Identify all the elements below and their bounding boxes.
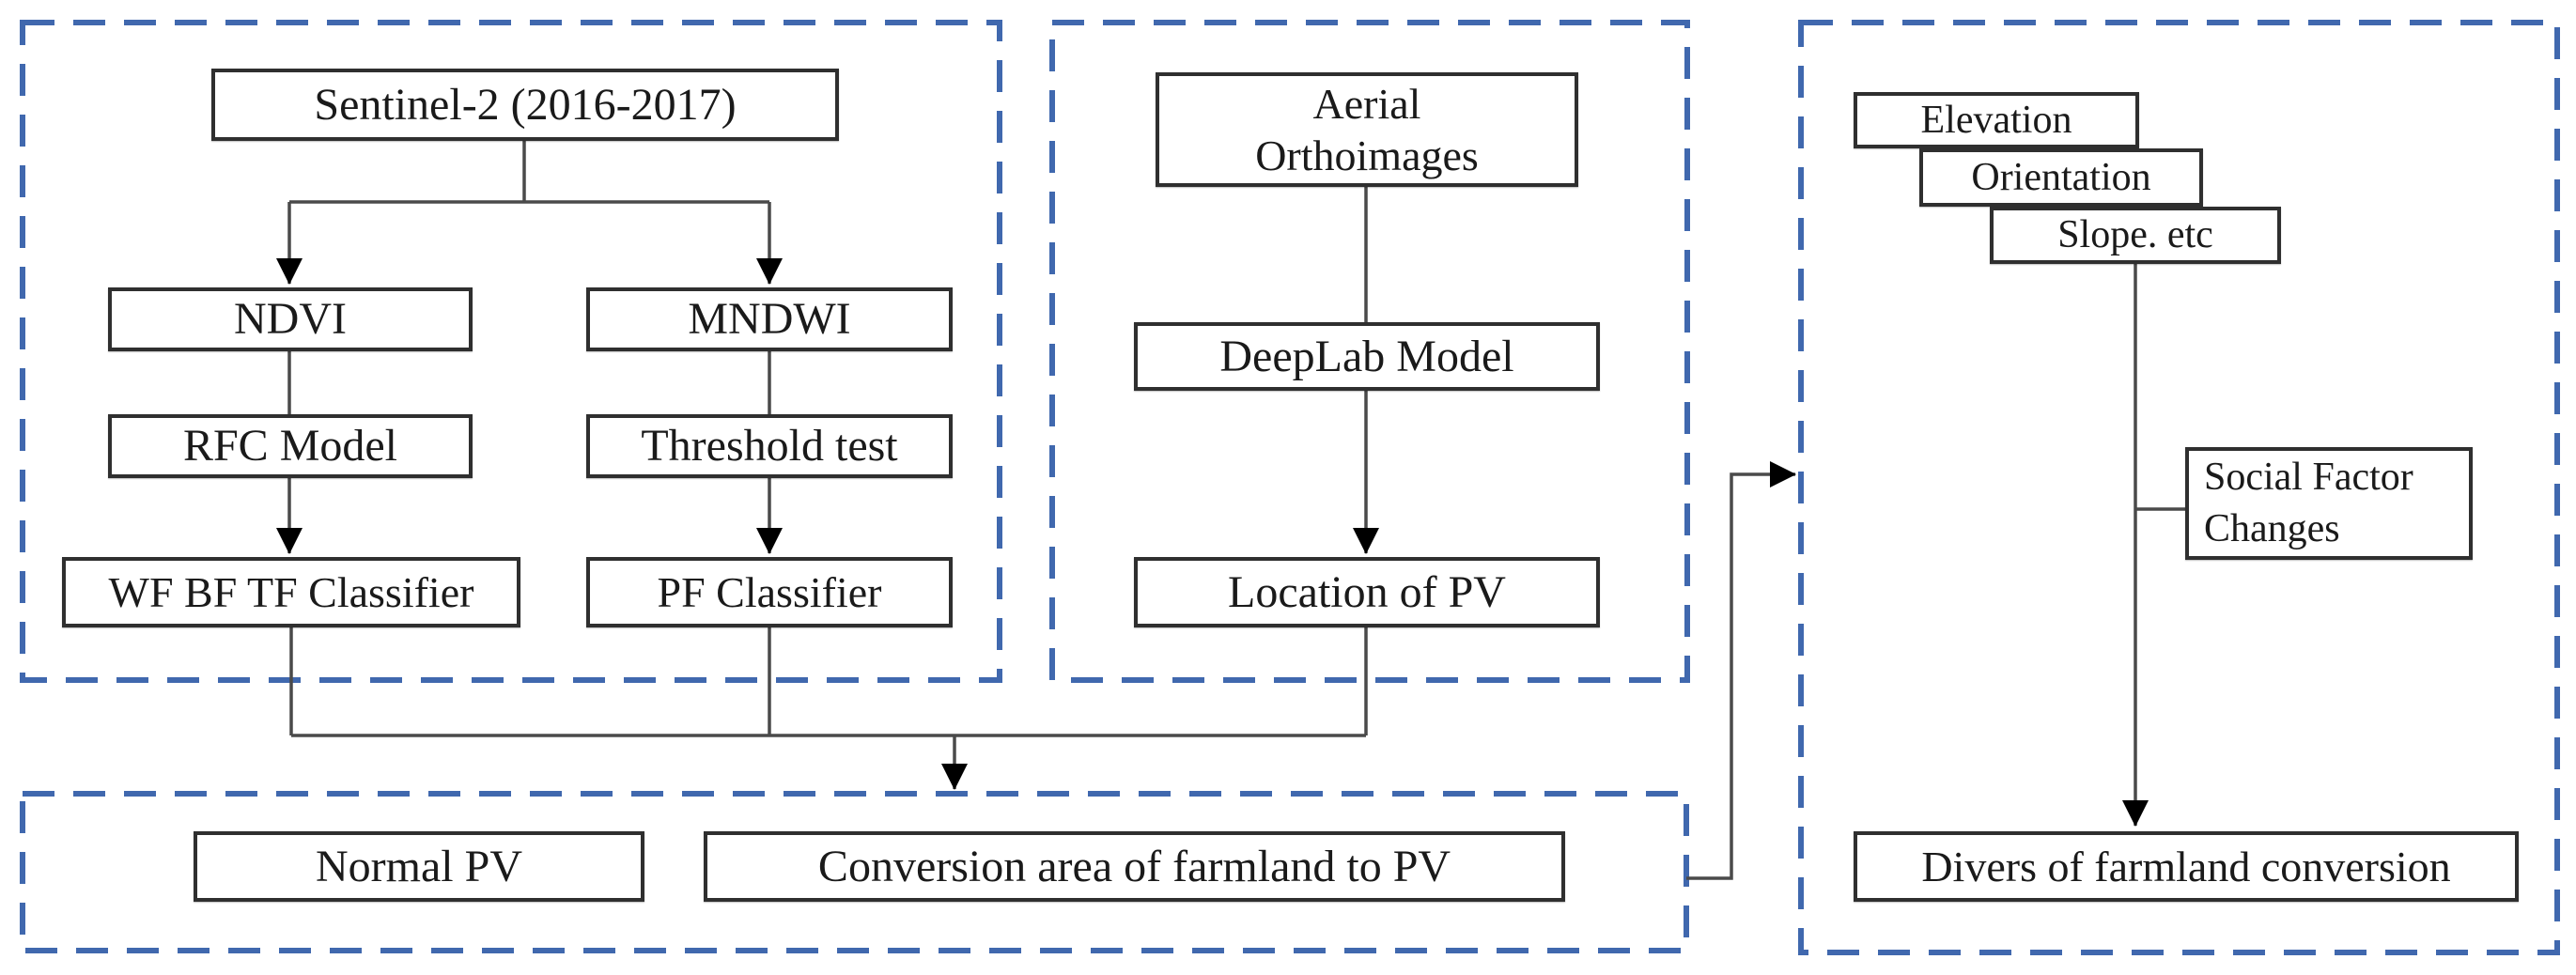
node-normal-pv: Normal PV bbox=[194, 831, 644, 902]
node-wf-bf-tf-classifier: WF BF TF Classifier bbox=[62, 557, 520, 627]
node-orientation: Orientation bbox=[1919, 148, 2203, 207]
node-location-of-pv: Location of PV bbox=[1134, 557, 1600, 627]
aerial-branch-container bbox=[1049, 20, 1690, 683]
node-divers-of-farmland-conversion: Divers of farmland conversion bbox=[1854, 831, 2519, 902]
node-sentinel-2: Sentinel-2 (2016-2017) bbox=[211, 69, 839, 141]
results-container bbox=[20, 791, 1689, 953]
drivers-analysis-container bbox=[1798, 20, 2560, 955]
node-pf-classifier: PF Classifier bbox=[586, 557, 953, 627]
node-social-factor-changes: Social Factor Changes bbox=[2185, 447, 2473, 560]
satellite-branch-container bbox=[20, 20, 1002, 683]
node-aerial-orthoimages: Aerial Orthoimages bbox=[1156, 72, 1578, 187]
results-to-drivers-arrow bbox=[1686, 461, 1796, 880]
node-slope-etc: Slope. etc bbox=[1990, 207, 2281, 264]
node-deeplab-model: DeepLab Model bbox=[1134, 322, 1600, 391]
node-threshold-test: Threshold test bbox=[586, 414, 953, 478]
node-ndvi: NDVI bbox=[108, 287, 473, 351]
node-rfc-model: RFC Model bbox=[108, 414, 473, 478]
node-mndwi: MNDWI bbox=[586, 287, 953, 351]
node-conversion-area: Conversion area of farmland to PV bbox=[704, 831, 1565, 902]
node-elevation: Elevation bbox=[1854, 92, 2139, 148]
